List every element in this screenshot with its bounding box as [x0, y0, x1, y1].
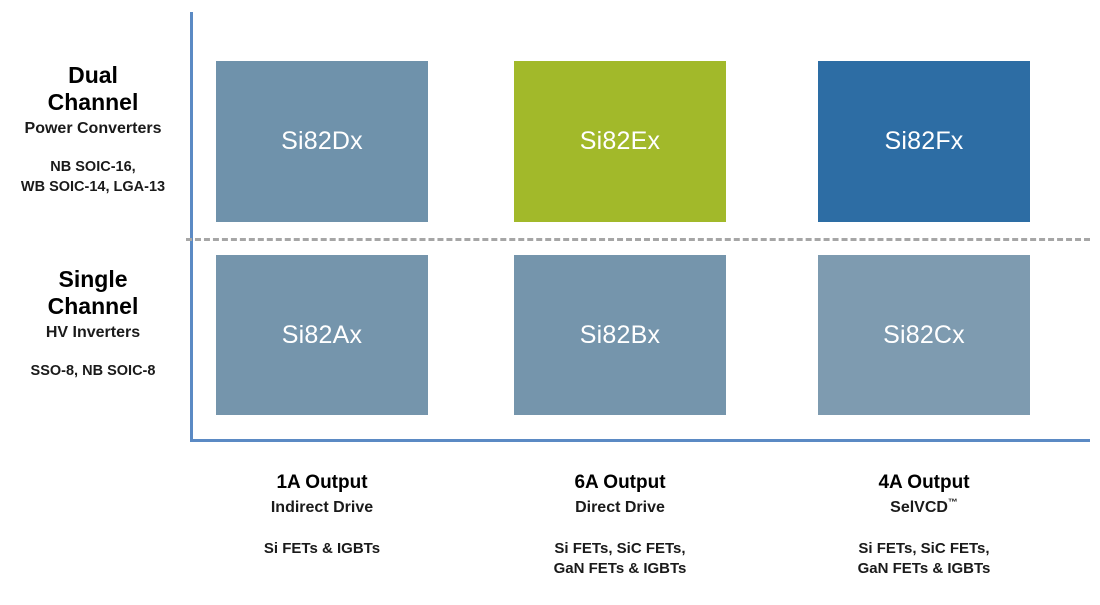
row-subtitle-dual-channel: Power Converters: [24, 120, 162, 138]
column-label-4a-output: 4A Output SelVCD™ Si FETs, SiC FETs, GaN…: [798, 472, 1050, 579]
column-label-6a-output: 6A Output Direct Drive Si FETs, SiC FETs…: [494, 472, 746, 579]
vertical-axis-line: [190, 12, 193, 442]
row-label-dual-channel: Dual Channel Power Converters NB SOIC-16…: [0, 62, 186, 198]
row-subtitle-single-channel: HV Inverters: [45, 324, 141, 342]
column-subtitle-text-4a: SelVCD: [890, 498, 948, 516]
row-divider-dashed-line: [186, 238, 1090, 241]
column-title-6a-output: 6A Output: [574, 472, 666, 493]
column-technologies-4a-output: Si FETs, SiC FETs, GaN FETs & IGBTs: [857, 539, 991, 578]
column-subtitle-1a-output: Indirect Drive: [196, 498, 448, 517]
column-subtitle-4a-output: SelVCD™: [798, 498, 1050, 517]
row-packages-single-channel: SSO-8, NB SOIC-8: [30, 363, 156, 380]
product-box-label-si82cx: Si82Cx: [883, 320, 965, 349]
product-box-si82ex[interactable]: Si82Ex: [514, 61, 726, 222]
column-title-1a-output: 1A Output: [276, 472, 368, 493]
product-box-si82fx[interactable]: Si82Fx: [818, 61, 1030, 222]
product-box-si82ax[interactable]: Si82Ax: [216, 255, 428, 415]
product-box-label-si82dx: Si82Dx: [281, 127, 363, 155]
product-box-label-si82ax: Si82Ax: [281, 320, 363, 349]
product-box-si82bx[interactable]: Si82Bx: [514, 255, 726, 415]
column-title-4a-output: 4A Output: [878, 472, 970, 493]
trademark-symbol-4a: ™: [947, 497, 958, 509]
product-box-si82cx[interactable]: Si82Cx: [818, 255, 1030, 415]
product-box-label-si82ex: Si82Ex: [579, 127, 661, 155]
column-subtitle-text-1a: Indirect Drive: [270, 498, 374, 516]
product-box-si82dx[interactable]: Si82Dx: [216, 61, 428, 222]
column-technologies-1a-output: Si FETs & IGBTs: [263, 539, 381, 557]
column-subtitle-6a-output: Direct Drive: [494, 498, 746, 517]
product-box-label-si82bx: Si82Bx: [579, 320, 661, 349]
product-box-label-si82fx: Si82Fx: [884, 127, 964, 155]
column-subtitle-text-6a: Direct Drive: [575, 498, 665, 516]
row-label-single-channel: Single Channel HV Inverters SSO-8, NB SO…: [0, 266, 186, 382]
column-technologies-6a-output: Si FETs, SiC FETs, GaN FETs & IGBTs: [553, 539, 687, 578]
row-packages-dual-channel: NB SOIC-16, WB SOIC-14, LGA-13: [20, 159, 166, 195]
column-label-1a-output: 1A Output Indirect Drive Si FETs & IGBTs: [196, 472, 448, 559]
horizontal-axis-line: [190, 439, 1090, 442]
row-title-single-channel: Single Channel: [47, 266, 139, 320]
row-title-dual-channel: Dual Channel: [47, 62, 139, 116]
